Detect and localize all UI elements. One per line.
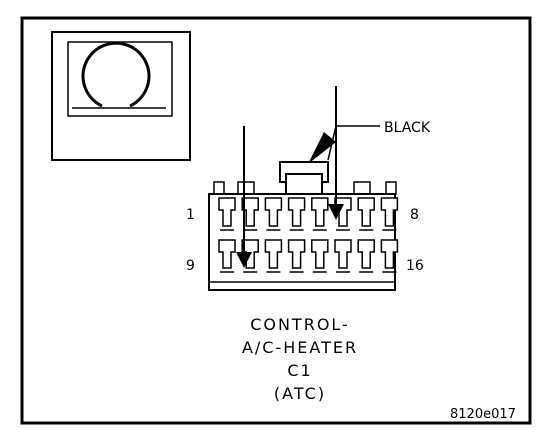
probe-arrow-right [328,204,344,220]
probe-arrow-left [236,252,252,268]
connector-view-icon [51,31,191,161]
diagram-border [20,16,532,425]
caption-line-3: C1 [287,361,312,380]
terminal-cavity-11 [264,239,283,269]
terminal-cavity-13 [311,239,329,269]
terminal-cavity-9 [218,239,236,269]
terminal-cavity-14 [334,239,352,269]
terminal-cavity-3 [264,197,283,227]
terminal-cavity-1 [218,197,236,227]
caption-line-4: (ATC) [274,384,326,403]
black-callout: BLACK [308,120,431,164]
terminal-cavity-15 [357,239,375,269]
connector-caption: CONTROL- A/C-HEATER C1 (ATC) [242,315,358,403]
pin-label-1: 1 [186,207,195,223]
pin-label-16: 16 [406,258,424,274]
probe-lines [236,86,344,268]
terminal-cavity-8 [380,197,399,227]
terminal-cavity-16 [380,239,399,269]
terminal-cavities [218,197,399,273]
figure-id: 8120e017 [450,407,516,422]
caption-line-2: A/C-HEATER [242,338,358,357]
terminal-cavity-5 [311,197,329,227]
color-label: BLACK [384,120,431,136]
terminal-cavity-4 [287,197,306,227]
pin-label-8: 8 [410,207,419,223]
terminal-cavity-12 [287,239,306,269]
caption-line-1: CONTROL- [250,315,350,334]
pin-label-9: 9 [186,258,195,274]
terminal-cavity-7 [357,197,375,227]
